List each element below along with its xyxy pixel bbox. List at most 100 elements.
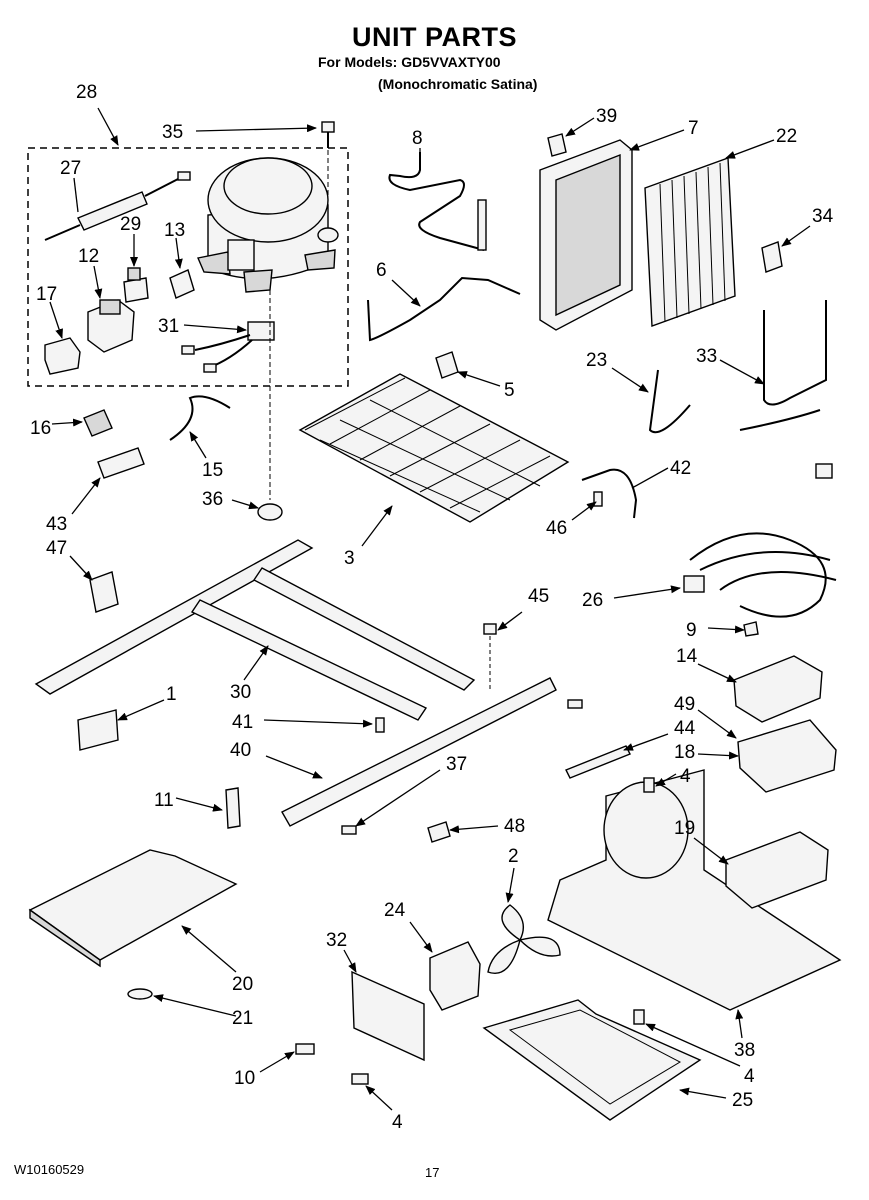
- callout-11: 11: [154, 790, 174, 811]
- condenser-3: [298, 373, 570, 523]
- callout-45: 45: [528, 586, 549, 607]
- color-line: (Monochromatic Satina): [378, 76, 538, 92]
- capacitor-16: [83, 409, 113, 437]
- callout-27: 27: [60, 158, 81, 179]
- bracket-32: [351, 970, 425, 1062]
- callout-31: 31: [158, 316, 179, 337]
- clip-17: [44, 337, 81, 375]
- frame-30: [34, 539, 476, 721]
- screw-4-bottom: [351, 1073, 369, 1085]
- fan-blade-2: [487, 904, 561, 974]
- callout-42: 42: [670, 458, 691, 479]
- callout-10: 10: [234, 1068, 255, 1089]
- drain-pan-25: [482, 999, 702, 1121]
- callout-40: 40: [230, 740, 251, 761]
- grommet-36: [257, 503, 283, 521]
- callout-13: 13: [164, 220, 185, 241]
- control-cover-14: [733, 655, 823, 723]
- callout-44: 44: [674, 718, 696, 739]
- callout-37: 37: [446, 754, 467, 775]
- callout-49: 49: [674, 694, 695, 715]
- tube-6: [367, 276, 521, 342]
- tube-11: [225, 787, 241, 829]
- callout-24: 24: [384, 900, 406, 921]
- callout-7: 7: [688, 118, 699, 139]
- clip-5: [435, 351, 459, 379]
- callout-19: 19: [674, 818, 695, 839]
- callout-43: 43: [46, 514, 67, 535]
- callout-39: 39: [596, 106, 617, 127]
- callout-20: 20: [232, 974, 253, 995]
- models-line: For Models: GD5VVAXTY00: [318, 54, 501, 70]
- callout-29: 29: [120, 214, 141, 235]
- drier-27: [44, 171, 191, 241]
- callout-4-right: 4: [744, 1066, 755, 1087]
- screw-4-right: [633, 1009, 645, 1025]
- callout-26: 26: [582, 590, 603, 611]
- callout-30: 30: [230, 682, 251, 703]
- pipe-43: [97, 447, 145, 479]
- tube-8: [388, 152, 485, 251]
- screw-41: [375, 717, 385, 733]
- callout-34: 34: [812, 206, 834, 227]
- callout-48: 48: [504, 816, 525, 837]
- screw-37b: [567, 699, 583, 709]
- heater-tube-33: [763, 300, 827, 406]
- callout-35: 35: [162, 122, 183, 143]
- callout-5: 5: [504, 380, 515, 401]
- callout-18: 18: [674, 742, 695, 763]
- clip-34: [761, 241, 783, 273]
- strip-44: [565, 745, 631, 779]
- callout-33: 33: [696, 346, 717, 367]
- page-number: 17: [425, 1165, 440, 1180]
- screw-4-top: [643, 777, 655, 793]
- clip-47: [89, 571, 119, 613]
- callout-16: 16: [30, 418, 51, 439]
- callout-3: 3: [344, 548, 355, 569]
- evaporator-cover-7: [539, 133, 633, 331]
- callout-4-bottom: 4: [392, 1112, 403, 1133]
- harness-31: [181, 321, 275, 373]
- cover-13: [169, 269, 195, 299]
- callout-22: 22: [776, 126, 797, 147]
- tube-8-end: [477, 199, 487, 251]
- screw-45: [483, 623, 497, 690]
- callout-32: 32: [326, 930, 347, 951]
- control-board-18: [737, 719, 837, 793]
- cover-plate-20: [28, 849, 238, 968]
- screw-35: [321, 121, 335, 148]
- screw-10: [295, 1043, 315, 1055]
- callout-6: 6: [376, 260, 387, 281]
- compressor: [197, 157, 339, 293]
- callout-25: 25: [732, 1090, 753, 1111]
- wire-harness-26: [683, 409, 837, 618]
- callout-4-top: 4: [680, 766, 691, 787]
- leader-lines: [49, 107, 811, 1111]
- bushing-48: [427, 821, 451, 843]
- compressor-kit-boundary: [27, 147, 349, 387]
- callout-labels: 28 35 8 39 7 22 27 29 13 12 17 31 6 34 3…: [30, 82, 834, 1133]
- callout-9: 9: [686, 620, 697, 641]
- callout-2: 2: [508, 846, 519, 867]
- callout-15: 15: [202, 460, 223, 481]
- screw-46: [593, 491, 603, 507]
- callout-23: 23: [586, 350, 607, 371]
- callout-17: 17: [36, 284, 57, 305]
- fan-housing-19: [547, 769, 842, 1011]
- fan-motor-24: [429, 941, 481, 1011]
- callout-47: 47: [46, 538, 67, 559]
- callout-38: 38: [734, 1040, 755, 1061]
- evaporator-22: [644, 157, 736, 327]
- wire-23: [648, 369, 691, 434]
- callout-21: 21: [232, 1008, 253, 1029]
- callout-8: 8: [412, 128, 423, 149]
- callout-28: 28: [76, 82, 97, 103]
- callout-46: 46: [546, 518, 567, 539]
- bracket-42: [581, 468, 638, 519]
- callout-14: 14: [676, 646, 698, 667]
- label-1: [77, 709, 119, 751]
- page-title: UNIT PARTS: [352, 22, 517, 52]
- support-40: [281, 677, 557, 827]
- pad-21: [127, 988, 153, 1000]
